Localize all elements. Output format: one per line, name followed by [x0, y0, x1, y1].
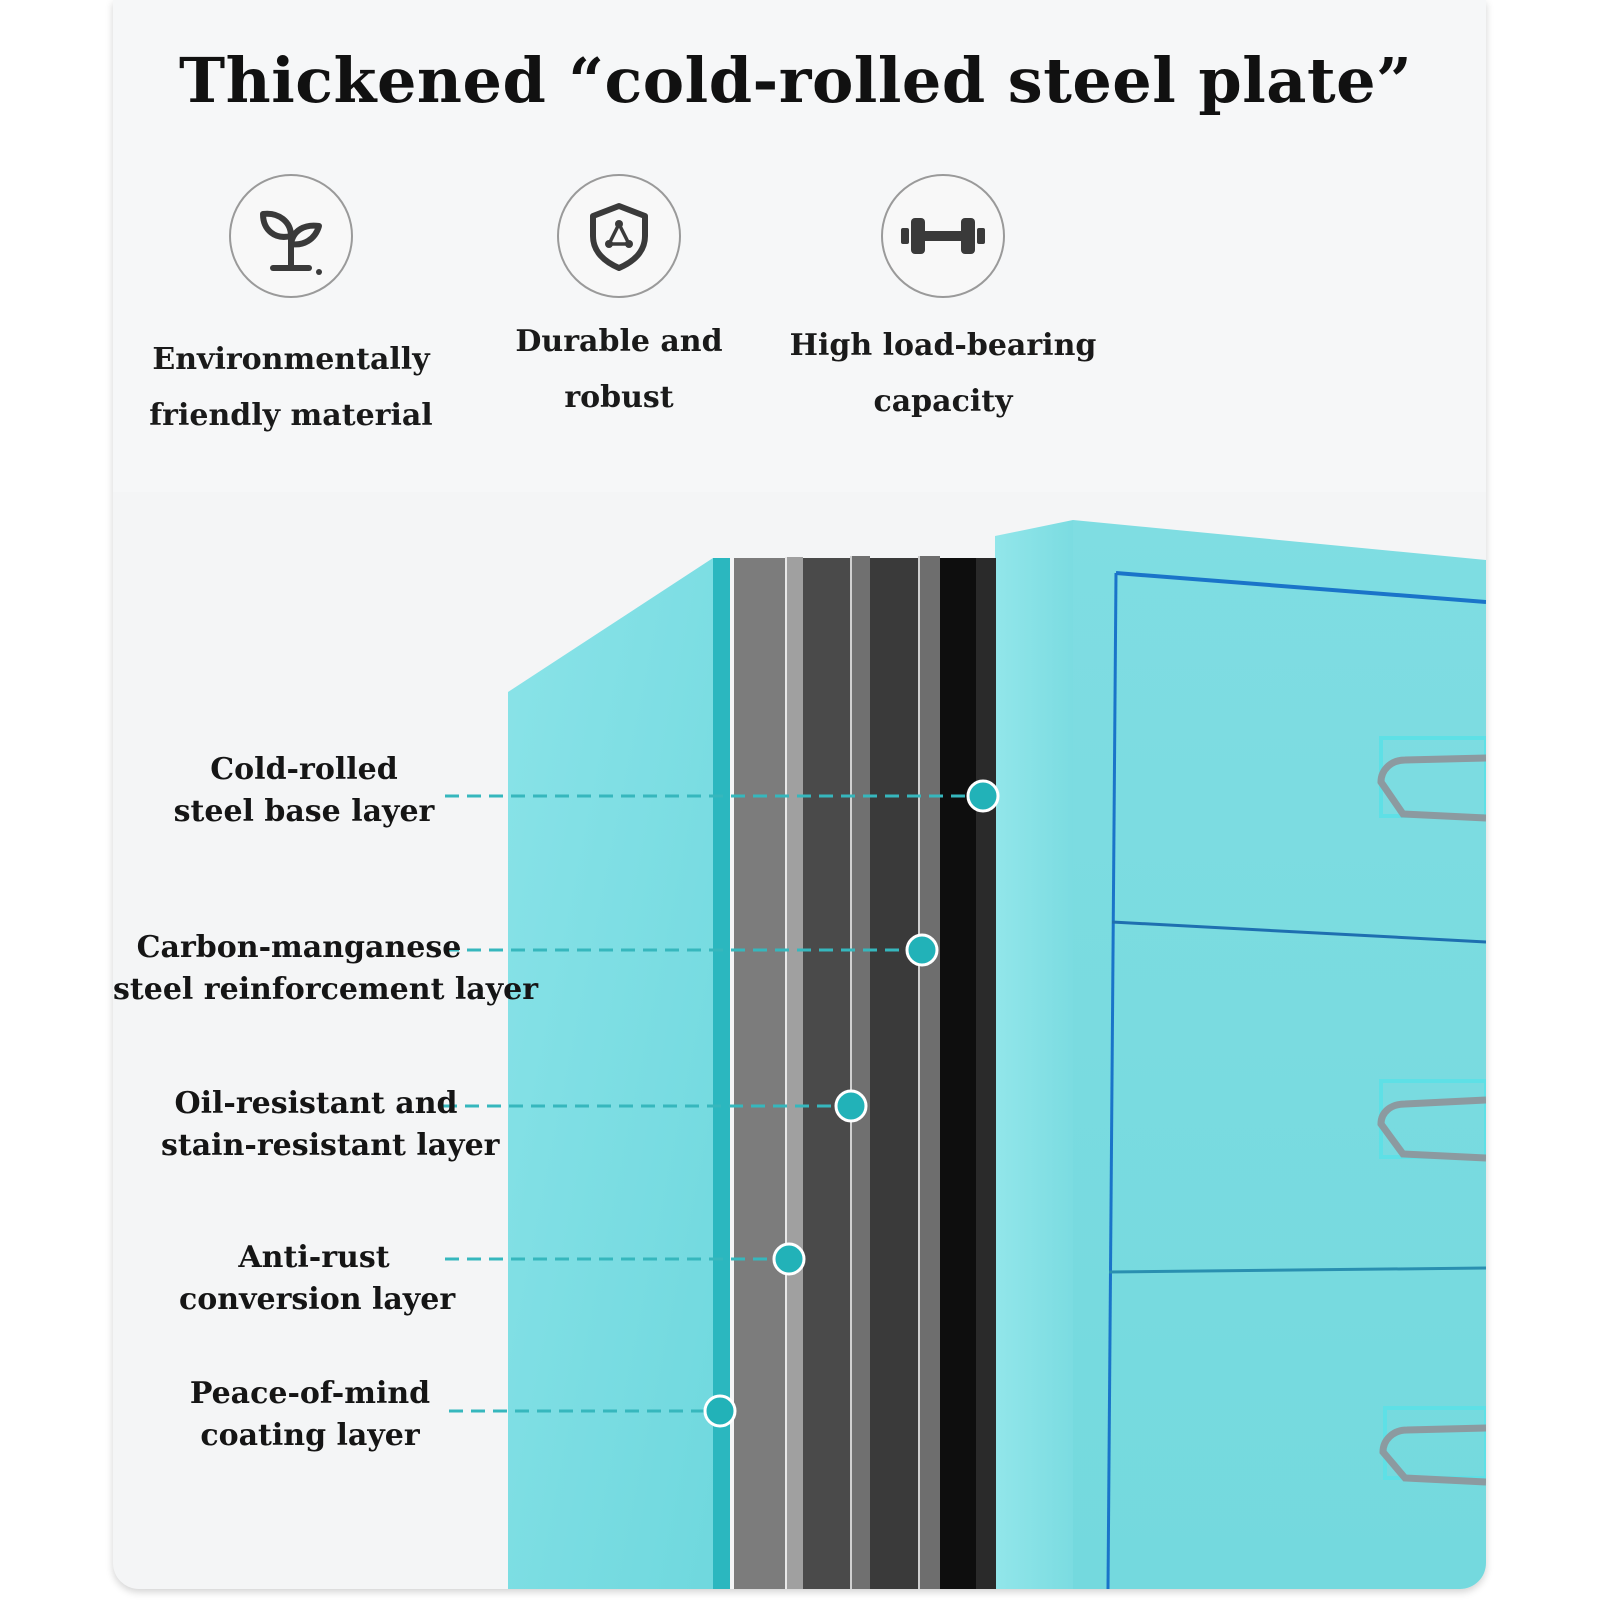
layer-marker-4	[772, 1242, 806, 1276]
layer-label-2: Carbon-manganese steel reinforcement lay…	[113, 927, 539, 1011]
layer-sheet-3	[801, 558, 851, 1589]
layer-sheet-3-edge	[851, 556, 870, 1589]
layer-sheet-2-edge	[786, 557, 803, 1589]
layer-label-5: Peace-of-mind coating layer	[175, 1373, 445, 1457]
feature-load-line1: High load-bearing	[789, 328, 1097, 363]
cabinet-side	[995, 520, 1073, 1589]
feature-eco-line1: Environmentally	[152, 342, 430, 377]
page-title: Thickened “cold-rolled steel plate”	[179, 44, 1413, 117]
drawer-handle-1	[1377, 736, 1486, 822]
layer-label-3: Oil-resistant and stain-resistant layer	[161, 1083, 500, 1167]
coating-panel-edge	[713, 558, 730, 1589]
layer-label-4-line1: Anti-rust	[238, 1240, 390, 1275]
layer-label-1: Cold-rolled steel base layer	[169, 749, 439, 833]
layer-marker-3	[834, 1089, 868, 1123]
drawer-divider-1	[1111, 920, 1486, 944]
layer-label-5-line2: coating layer	[200, 1418, 420, 1453]
layer-label-1-line2: steel base layer	[173, 794, 435, 829]
layer-label-4-line2: conversion layer	[179, 1282, 456, 1317]
feature-durable-line1: Durable and robust	[515, 324, 723, 415]
drawer-handle-2	[1377, 1079, 1486, 1162]
cabinet-illustration	[443, 520, 1486, 1589]
layer-label-2-line1: Carbon-manganese	[136, 930, 462, 965]
drawer-handle-3	[1379, 1406, 1486, 1486]
coating-panel	[508, 558, 713, 1589]
layer-label-5-line1: Peace-of-mind	[189, 1376, 431, 1411]
feature-eco: Environmentally friendly material	[131, 174, 451, 444]
drawer-outline-top	[1115, 571, 1486, 604]
layer-sheet-5-face	[940, 558, 976, 1589]
dumbbell-icon	[881, 174, 1005, 298]
feature-durable: Durable and robust	[459, 174, 779, 426]
layer-sheet-4	[870, 558, 919, 1589]
drawer-edge	[1106, 572, 1118, 1589]
feature-eco-line2: friendly material	[149, 398, 433, 433]
layer-label-3-line1: Oil-resistant and	[174, 1086, 458, 1121]
shield-icon	[557, 174, 681, 298]
product-card: Thickened “cold-rolled steel plate” Envi…	[113, 0, 1486, 1589]
layer-label-4: Anti-rust conversion layer	[179, 1237, 456, 1321]
layer-marker-1	[966, 779, 1000, 813]
feature-load-line2: capacity	[873, 384, 1013, 419]
layer-marker-2	[905, 933, 939, 967]
layer-label-2-line2: steel reinforcement layer	[113, 972, 539, 1007]
layer-label-1-line1: Cold-rolled	[210, 752, 398, 787]
layer-marker-5	[703, 1394, 737, 1428]
layer-label-3-line2: stain-resistant layer	[161, 1128, 500, 1163]
layer-sheet-5	[976, 558, 996, 1589]
layer-sheet-4-edge	[919, 556, 940, 1589]
layer-sheet-2	[734, 558, 786, 1589]
sprout-icon	[229, 174, 353, 298]
drawer-divider-2	[1108, 1266, 1486, 1274]
feature-load: High load-bearing capacity	[783, 174, 1103, 430]
